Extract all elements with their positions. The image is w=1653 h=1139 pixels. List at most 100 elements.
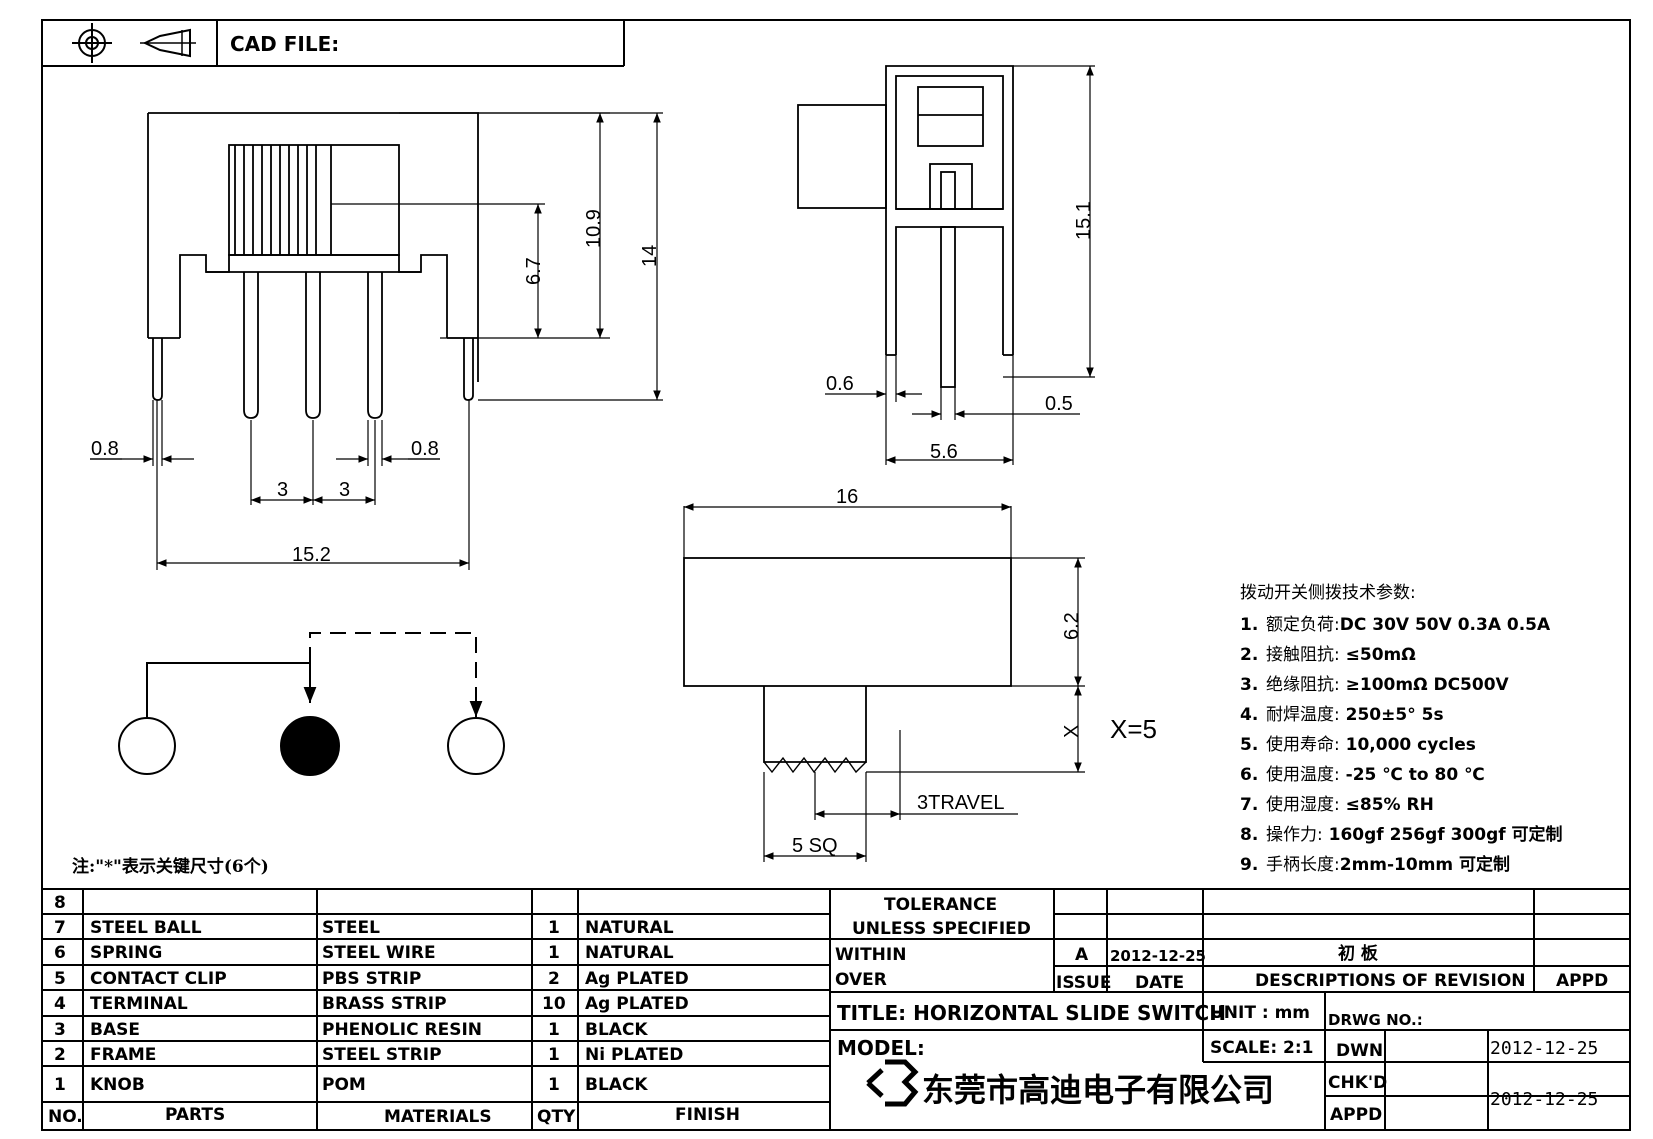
spec-num: 4.: [1240, 705, 1259, 725]
tolerance-label: TOLERANCE: [884, 895, 997, 915]
within-label: WITHIN: [835, 945, 906, 965]
appd-label: APPD: [1330, 1105, 1382, 1125]
dim-6-2: 6.2: [1061, 612, 1083, 640]
bom-row-7-material: STEEL: [322, 918, 380, 938]
cad-file-label: CAD FILE:: [230, 32, 339, 56]
spec-label: 手柄长度:: [1266, 855, 1340, 875]
top-dimensions: [683, 503, 1085, 862]
spec-value: 250±5° 5s: [1339, 705, 1444, 725]
bom-row-6-qty: 1: [548, 943, 560, 963]
unless-specified-label: UNLESS SPECIFIED: [852, 919, 1031, 939]
bom-row-6-material: STEEL WIRE: [322, 943, 436, 963]
spec-value: ≤85% RH: [1339, 795, 1434, 815]
side-dimensions: [825, 65, 1095, 465]
dim-0-8-left: 0.8: [91, 438, 119, 460]
bom-row-2-finish: Ni PLATED: [585, 1045, 683, 1065]
spec-label: 使用寿命:: [1266, 735, 1340, 755]
bom-header-finish: FINISH: [675, 1105, 740, 1125]
bom-row-3-material: PHENOLIC RESIN: [322, 1020, 482, 1040]
dim-5-sq: 5 SQ: [792, 835, 838, 857]
bom-header-parts: PARTS: [165, 1105, 225, 1125]
front-dim-labels: 15.2 3 3 0.8 0.8 6.7 10.9 14: [91, 209, 661, 566]
scale-label: SCALE: 2:1: [1210, 1038, 1314, 1058]
bom-row-2-qty: 1: [548, 1045, 560, 1065]
spec-label: 耐焊温度:: [1266, 705, 1340, 725]
bom-text: 8 7 STEEL BALL STEEL 1 NATURAL 6 SPRING …: [48, 893, 740, 1127]
terminal-left: [118, 717, 176, 775]
projection-cone-icon: [140, 28, 196, 58]
terminal-right: [447, 717, 505, 775]
date-label: DATE: [1135, 973, 1184, 993]
spec-num: 2.: [1240, 645, 1259, 665]
dim-3-left: 3: [277, 479, 288, 501]
unit-label: UNIT : mm: [1210, 1003, 1310, 1023]
front-view: [147, 112, 479, 419]
dim-0-6: 0.6: [826, 373, 854, 395]
bom-row-6-finish: NATURAL: [585, 943, 674, 963]
top-body: [683, 557, 1012, 687]
dwn-label: DWN: [1336, 1041, 1383, 1061]
spec-value: 2mm-10mm 可定制: [1339, 855, 1511, 875]
dwn-date: 2012-12-25: [1490, 1038, 1598, 1059]
bom-row-4-qty: 10: [542, 994, 566, 1014]
dim-6-7: 6.7: [523, 257, 545, 285]
company-name: 东莞市高迪电子有限公司: [922, 1071, 1274, 1109]
chkd-label: CHK'D: [1328, 1073, 1387, 1093]
dim-x-value: X=5: [1110, 714, 1157, 744]
spec-label: 额定负荷:: [1266, 615, 1340, 635]
projection-target-icon: [72, 23, 112, 63]
bom-row-4-finish: Ag PLATED: [585, 994, 689, 1014]
bom-row-2-no: 2: [54, 1045, 66, 1065]
spec-item: 1.额定负荷:DC 30V 50V 0.3A 0.5A: [1240, 610, 1640, 640]
dim-15-1: 15.1: [1073, 201, 1095, 240]
revision-description: 初 板: [1338, 943, 1379, 964]
bom-header-qty: QTY: [537, 1107, 576, 1127]
dim-0-8-right: 0.8: [411, 438, 439, 460]
front-knob: [228, 144, 400, 256]
bom-row-7-qty: 1: [548, 918, 560, 938]
dim-10-9: 10.9: [583, 209, 605, 248]
top-dim-labels: 16 6.2 X X=5 3TRAVEL 5 SQ: [792, 486, 1157, 857]
spec-value: 160gf 256gf 300gf 可定制: [1322, 825, 1563, 845]
spec-item: 3. 绝缘阻抗: ≥100mΩ DC500V: [1240, 670, 1640, 700]
side-actuator: [797, 104, 887, 209]
spec-value: 10,000 cycles: [1339, 735, 1476, 755]
issue-value: A: [1075, 945, 1089, 965]
spec-num: 9.: [1240, 855, 1259, 875]
bom-row-5-qty: 2: [548, 969, 560, 989]
bom-row-1-finish: BLACK: [585, 1075, 648, 1095]
spec-item: 4. 耐焊温度: 250±5° 5s: [1240, 700, 1640, 730]
title-block: TOLERANCE UNLESS SPECIFIED WITHIN OVER A…: [835, 895, 1608, 1125]
model-label: MODEL:: [837, 1036, 925, 1060]
over-label: OVER: [835, 970, 887, 990]
bom-row-5-material: PBS STRIP: [322, 969, 421, 989]
bom-row-2-part: FRAME: [90, 1045, 156, 1065]
bom-row-6-part: SPRING: [90, 943, 162, 963]
drwg-no-label: DRWG NO.:: [1328, 1011, 1423, 1029]
bom-row-1-qty: 1: [548, 1075, 560, 1095]
bom-row-3-part: BASE: [90, 1020, 140, 1040]
spec-label: 接触阻抗:: [1266, 645, 1340, 665]
spec-item: 7.使用湿度: ≤85% RH: [1240, 790, 1640, 820]
descriptions-of-revision-label: DESCRIPTIONS OF REVISION: [1255, 971, 1526, 991]
bom-row-2-material: STEEL STRIP: [322, 1045, 442, 1065]
issue-date: 2012-12-25: [1110, 947, 1206, 965]
bom-row-3-qty: 1: [548, 1020, 560, 1040]
spec-value: DC 30V 50V 0.3A 0.5A: [1339, 615, 1551, 635]
bom-row-3-no: 3: [54, 1020, 66, 1040]
spec-value: ≥100mΩ DC500V: [1339, 675, 1509, 695]
spec-label: 绝缘阻抗:: [1266, 675, 1340, 695]
dim-14: 14: [639, 245, 661, 267]
dim-5-6: 5.6: [930, 441, 958, 463]
spec-title: 拨动开关侧拨技术参数:: [1240, 583, 1416, 603]
bom-row-6-no: 6: [54, 943, 66, 963]
spec-num: 3.: [1240, 675, 1259, 695]
front-dimensions: [90, 112, 663, 570]
spec-item: 2.接触阻抗: ≤50mΩ: [1240, 640, 1640, 670]
spec-list: 拨动开关侧拨技术参数: 1.额定负荷:DC 30V 50V 0.3A 0.5A …: [1240, 578, 1640, 880]
terminal-common: [280, 716, 340, 776]
bom-table: [42, 888, 1630, 1130]
bom-row-4-material: BRASS STRIP: [322, 994, 447, 1014]
bom-row-1-part: KNOB: [90, 1075, 145, 1095]
dim-16: 16: [836, 486, 858, 508]
